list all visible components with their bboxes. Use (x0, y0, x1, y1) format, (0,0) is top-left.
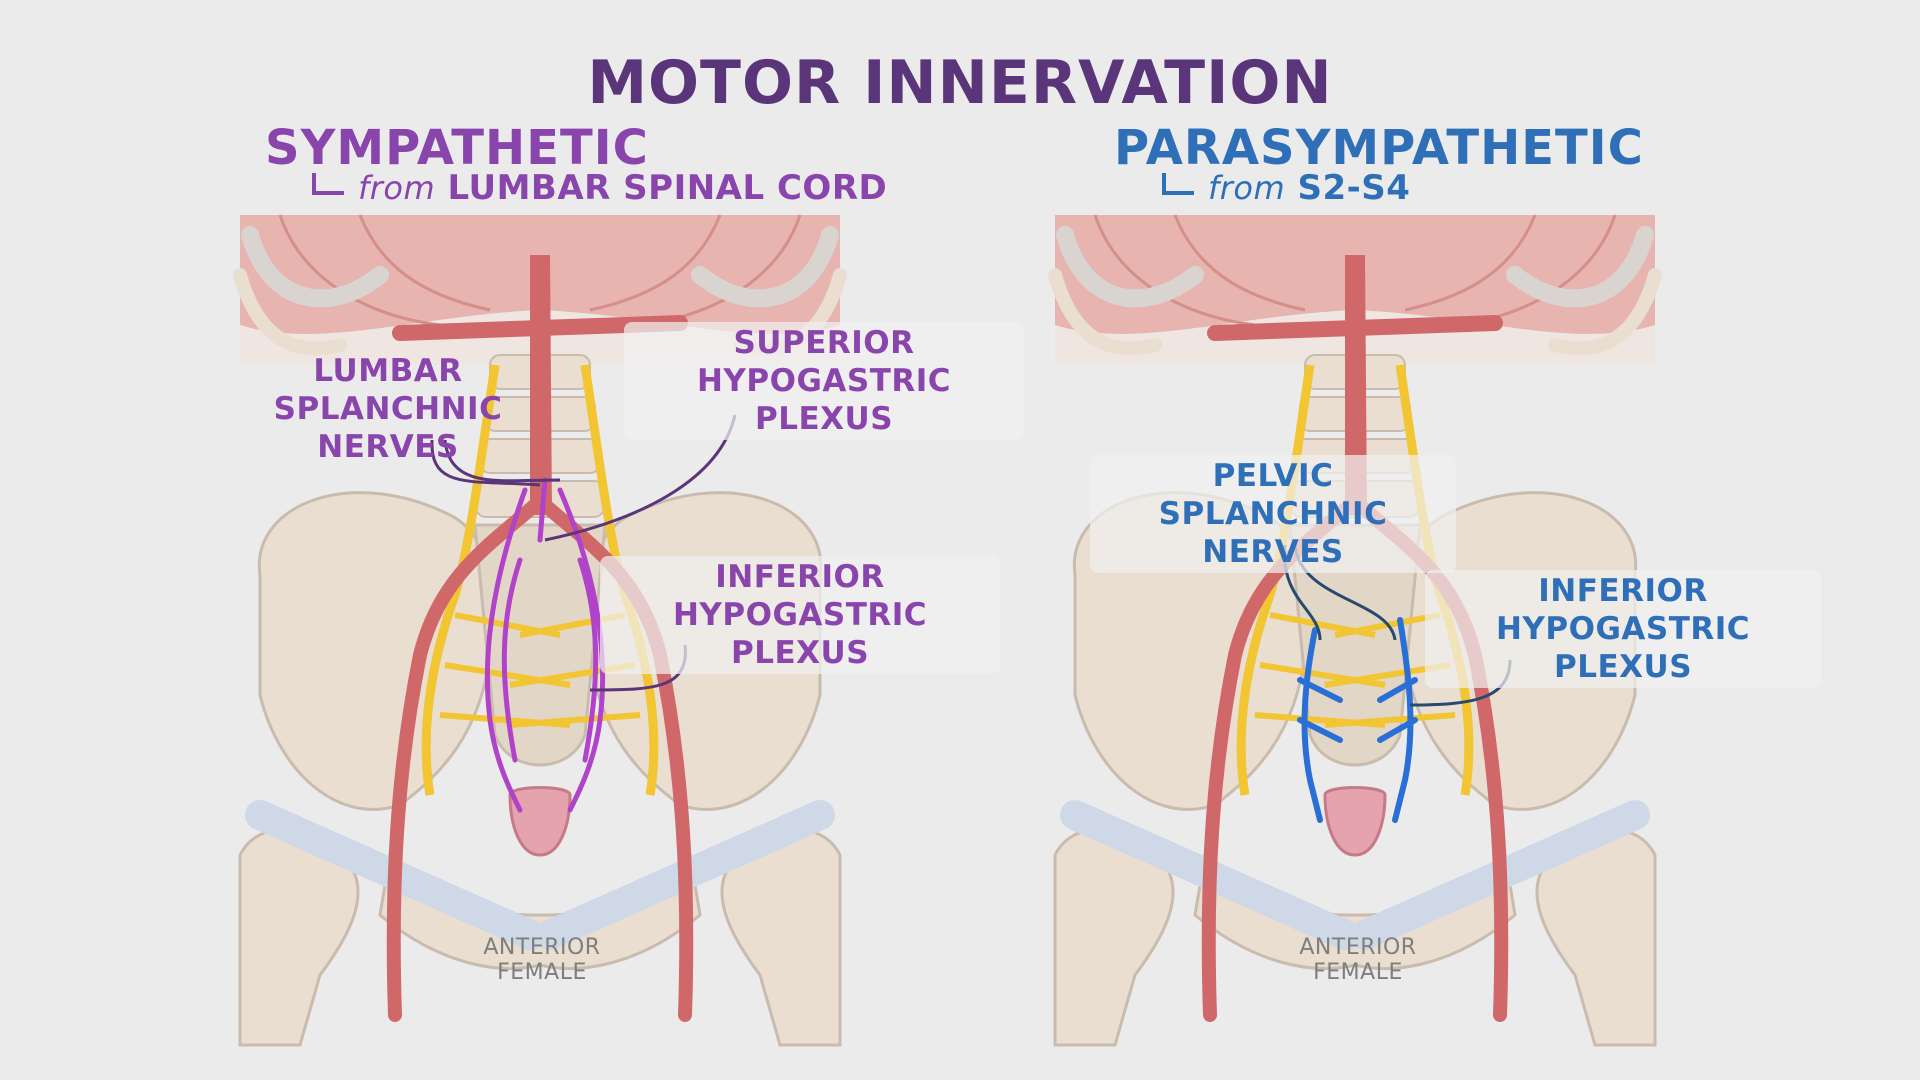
parasympathetic-fibers (1297, 617, 1418, 823)
caption-line: FEMALE (497, 960, 587, 985)
caption-line: ANTERIOR (1299, 935, 1417, 960)
label-line: SUPERIOR (733, 325, 915, 361)
sympathetic-inferior-hypogastric-plexus-label: INFERIOR HYPOGASTRIC PLEXUS (600, 556, 1000, 674)
parasympathetic-source-text: S2-S4 (1297, 168, 1411, 208)
parasympathetic-inferior-hypogastric-plexus-label: INFERIOR HYPOGASTRIC PLEXUS (1425, 570, 1821, 688)
parasympathetic-source: from S2-S4 (1162, 168, 1410, 208)
pelvic-splanchnic-nerves-label: PELVIC SPLANCHNIC NERVES (1090, 455, 1456, 573)
sympathetic-source: from LUMBAR SPINAL CORD (312, 168, 887, 208)
parasympathetic-view-caption: ANTERIOR FEMALE (1298, 935, 1418, 985)
sympathetic-source-text: LUMBAR SPINAL CORD (447, 168, 888, 208)
label-line: NERVES (1202, 534, 1344, 570)
caption-line: FEMALE (1313, 960, 1403, 985)
hook-arrow-icon (312, 173, 344, 195)
sympathetic-fibers (484, 477, 606, 813)
parasympathetic-heading: PARASYMPATHETIC (1114, 120, 1644, 176)
sympathetic-view-caption: ANTERIOR FEMALE (482, 935, 602, 985)
label-line: HYPOGASTRIC PLEXUS (672, 597, 928, 671)
caption-line: ANTERIOR (483, 935, 601, 960)
sympathetic-heading: SYMPATHETIC (265, 120, 649, 176)
parasympathetic-source-prefix: from (1208, 169, 1286, 207)
label-line: HYPOGASTRIC PLEXUS (696, 363, 952, 437)
label-line: INFERIOR (715, 559, 885, 595)
label-line: LUMBAR SPLANCHNIC (273, 353, 503, 427)
label-line: HYPOGASTRIC PLEXUS (1495, 611, 1751, 685)
hook-arrow-icon (1162, 173, 1194, 195)
label-line: INFERIOR (1538, 573, 1708, 609)
page-title: MOTOR INNERVATION (587, 48, 1333, 118)
label-line: PELVIC SPLANCHNIC (1158, 458, 1388, 532)
label-line: NERVES (317, 429, 459, 465)
sympathetic-source-prefix: from (358, 169, 436, 207)
lumbar-splanchnic-nerves-label: LUMBAR SPLANCHNIC NERVES (200, 350, 576, 468)
superior-hypogastric-plexus-label: SUPERIOR HYPOGASTRIC PLEXUS (624, 322, 1024, 440)
